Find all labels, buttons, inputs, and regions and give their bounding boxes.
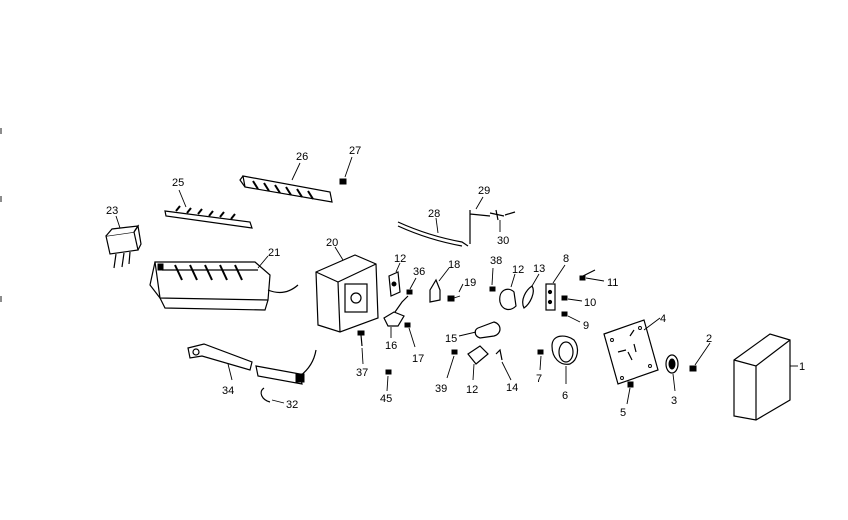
callout-26: 26 bbox=[296, 151, 308, 163]
part-6-motor bbox=[551, 335, 579, 384]
part-20-housing bbox=[315, 246, 379, 333]
part-30-fasteners bbox=[489, 209, 516, 232]
callout-8: 8 bbox=[563, 253, 569, 265]
part-18-switch-bracket bbox=[429, 267, 450, 303]
part-27-screw bbox=[339, 156, 353, 185]
part-25-stripper bbox=[164, 189, 253, 229]
callout-2: 2 bbox=[706, 333, 712, 345]
part-7-screw bbox=[537, 349, 544, 371]
part-2-screw bbox=[689, 342, 711, 372]
callout-37: 37 bbox=[356, 367, 368, 379]
callout-14: 14 bbox=[506, 382, 518, 394]
part-12c-gear bbox=[467, 345, 489, 381]
part-39-screw bbox=[446, 349, 458, 379]
part-16-lever bbox=[383, 295, 409, 338]
part-38-screw bbox=[489, 267, 496, 292]
callout-27: 27 bbox=[349, 145, 361, 157]
callout-18: 18 bbox=[448, 259, 460, 271]
callout-13: 13 bbox=[533, 263, 545, 275]
callout-29: 29 bbox=[478, 185, 490, 197]
callout-16: 16 bbox=[385, 340, 397, 352]
part-14-clip bbox=[495, 348, 512, 381]
part-5-screw bbox=[626, 381, 634, 405]
part-15-shaft bbox=[458, 321, 501, 339]
callout-6: 6 bbox=[562, 390, 568, 402]
callout-39: 39 bbox=[435, 383, 447, 395]
part-34-arm bbox=[187, 343, 253, 381]
callout-38: 38 bbox=[490, 255, 502, 267]
part-4-mounting-plate bbox=[603, 317, 661, 385]
part-8-switch bbox=[545, 264, 566, 311]
callout-11: 11 bbox=[607, 277, 618, 289]
part-23-block bbox=[105, 215, 142, 269]
callout-34: 34 bbox=[222, 385, 234, 397]
callout-3: 3 bbox=[671, 395, 677, 407]
callout-23: 23 bbox=[106, 205, 118, 217]
part-26-ejector-blade bbox=[239, 162, 333, 203]
part-32-harness bbox=[255, 349, 317, 404]
callout-25: 25 bbox=[172, 177, 184, 189]
callout-20: 20 bbox=[326, 237, 338, 249]
callout-19: 19 bbox=[464, 277, 476, 289]
callout-10: 10 bbox=[584, 297, 596, 309]
part-10-screw bbox=[561, 295, 583, 302]
callout-15: 15 bbox=[445, 333, 457, 345]
callout-7: 7 bbox=[536, 373, 542, 385]
callout-28: 28 bbox=[428, 208, 440, 220]
callout-1: 1 bbox=[799, 361, 805, 373]
callout-5: 5 bbox=[620, 407, 626, 419]
callout-12-b: 12 bbox=[512, 264, 524, 276]
part-12b-cam bbox=[499, 273, 517, 311]
part-21-ice-mold bbox=[149, 255, 299, 311]
part-11-screw bbox=[579, 269, 605, 282]
callout-45: 45 bbox=[380, 393, 392, 405]
part-13-spring bbox=[522, 273, 540, 309]
part-45-screw bbox=[385, 369, 392, 392]
part-12a-bracket bbox=[388, 262, 401, 297]
part-29-linkage bbox=[469, 196, 491, 244]
part-19-screw bbox=[447, 283, 464, 302]
part-3-grommet bbox=[665, 354, 679, 392]
callout-4: 4 bbox=[660, 313, 666, 325]
callout-21: 21 bbox=[268, 247, 280, 259]
part-28-feeler-arm bbox=[397, 217, 469, 247]
callout-32: 32 bbox=[286, 399, 298, 411]
part-17-pin bbox=[404, 322, 416, 348]
part-36-pin bbox=[406, 277, 417, 295]
callout-17: 17 bbox=[412, 353, 424, 365]
callout-30: 30 bbox=[497, 235, 509, 247]
part-1-cover bbox=[733, 333, 798, 421]
callout-36: 36 bbox=[413, 266, 425, 278]
callout-9: 9 bbox=[583, 320, 589, 332]
part-9-screw bbox=[561, 311, 581, 323]
callout-12-c: 12 bbox=[466, 384, 478, 396]
callout-12-a: 12 bbox=[394, 253, 406, 265]
part-37-bolt bbox=[357, 330, 365, 365]
